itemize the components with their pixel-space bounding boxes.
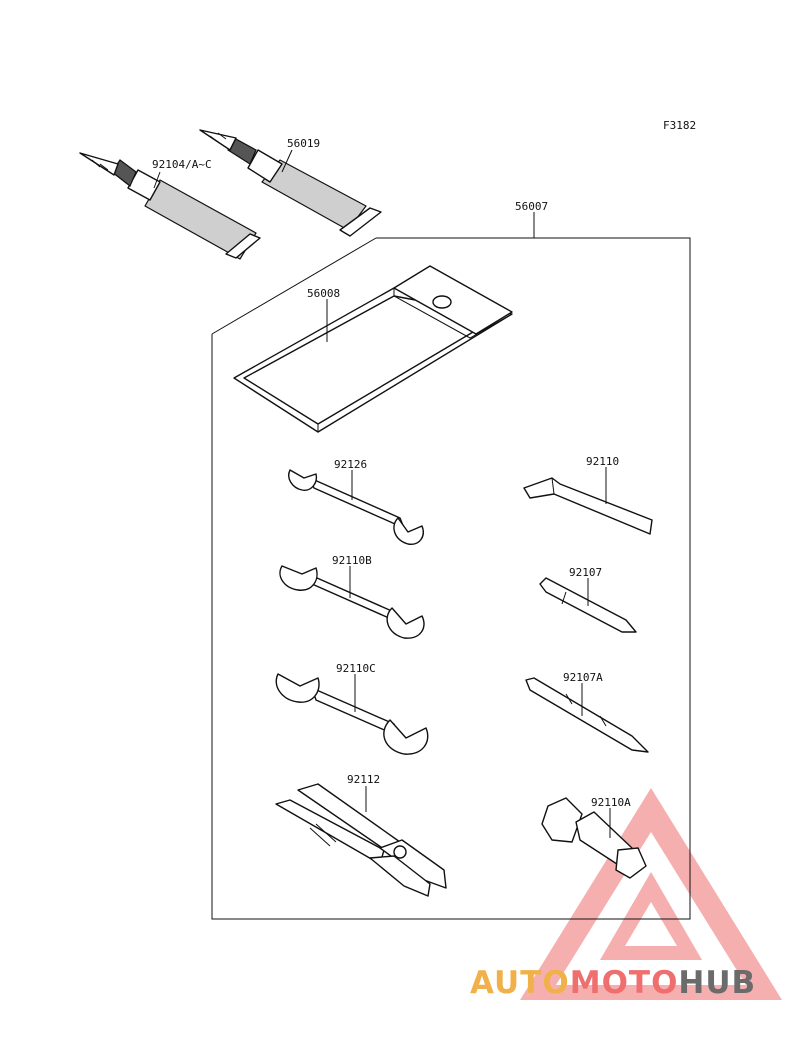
part-number-wrench-92126: 92126 [334,458,367,471]
leader-line [281,149,293,173]
pliers-icon [275,783,447,897]
plug-wrench-icon [541,797,647,879]
watermark-text: AUTOMOTOHUB [470,965,800,1005]
watermark-moto: MOTO [569,965,679,1001]
wrench-92110c-icon [275,673,429,755]
watermark-auto: AUTO [470,965,570,1001]
part-number-tool-kit: 56007 [515,200,548,213]
part-number-plug-wrench: 92110A [591,796,631,809]
part-number-screwdriver: 92107 [569,566,602,579]
wrench-92110b-icon [279,565,425,639]
tube-a-icon [79,152,261,260]
leader-line [153,171,161,189]
part-number-tube-b: 56019 [287,137,320,150]
figure-code: F3182 [663,119,696,132]
part-number-wrench-92110b: 92110B [332,554,372,567]
tube-b-icon [199,129,382,237]
tool-kit-outline-diagonal [211,237,377,335]
part-number-wrench-92110c: 92110C [336,662,376,675]
tool-kit-outline [211,237,691,920]
watermark-triangle-logo [520,788,782,1000]
part-number-pouch: 56008 [307,287,340,300]
part-number-screwdriver-bit: 92107A [563,671,603,684]
hex-key-icon [523,477,653,535]
part-number-pliers: 92112 [347,773,380,786]
part-number-hex-key: 92110 [586,455,619,468]
part-number-tube-a: 92104/A~C [152,158,212,171]
screwdriver-bit-icon [525,677,649,753]
watermark-hub: HUB [678,965,757,1001]
wrench-92126-icon [288,469,424,545]
pouch-icon [233,265,513,433]
